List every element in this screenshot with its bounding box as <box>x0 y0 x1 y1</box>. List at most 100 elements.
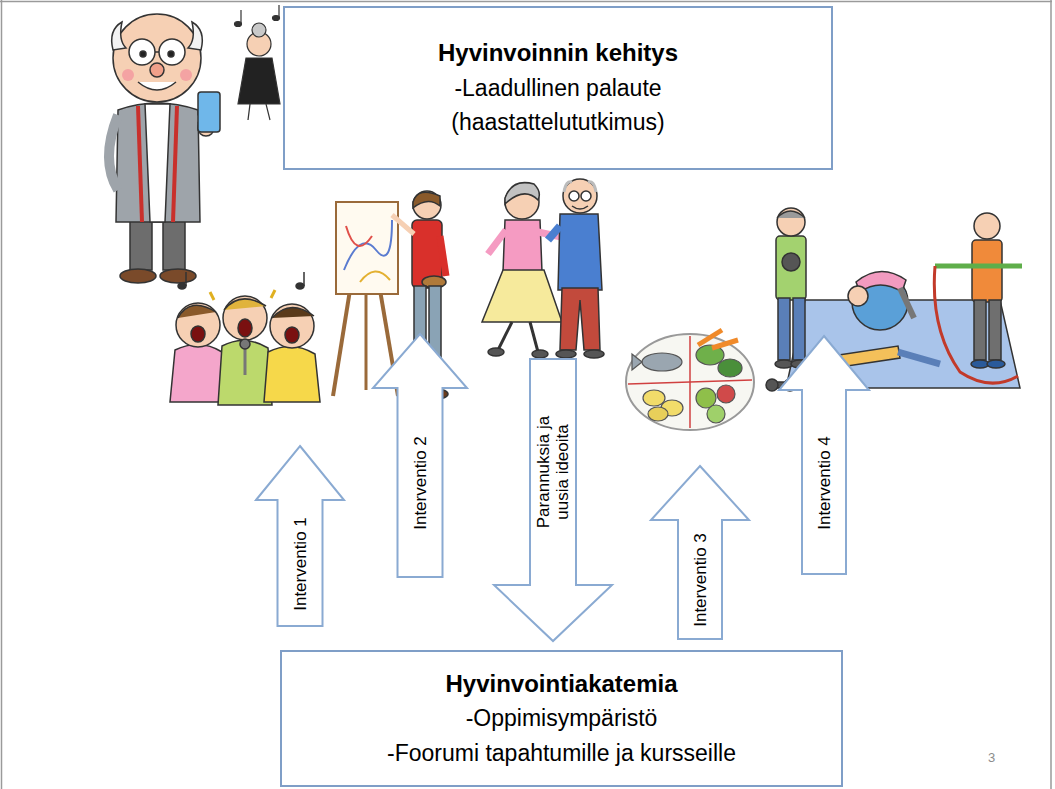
drawing-rect <box>336 202 398 294</box>
drawing-path <box>272 307 314 318</box>
drawing-ellipse <box>178 283 186 289</box>
drawing-path <box>505 183 539 204</box>
drawing-path <box>112 22 126 50</box>
drawing-ellipse <box>643 390 665 406</box>
page-number: 3 <box>988 750 995 765</box>
drawing-line <box>303 272 305 286</box>
drawing-line <box>392 215 414 234</box>
drawing-rect <box>130 218 152 270</box>
drawing-circle <box>782 253 800 271</box>
drawing-line <box>185 272 187 286</box>
drawing-path <box>558 214 602 290</box>
drawing-circle <box>766 379 778 391</box>
box-heading: Hyvinvoinnin kehitys <box>438 36 678 71</box>
drawing-circle <box>113 14 201 102</box>
block-arrow-up: Interventio 2 <box>372 333 468 578</box>
drawing-circle <box>777 208 805 236</box>
drawing-line <box>900 288 914 318</box>
drawing-circle <box>240 339 250 349</box>
drawing-circle <box>168 51 174 57</box>
drawing-ellipse <box>987 360 1005 368</box>
drawing-circle <box>176 303 220 347</box>
drawing-line <box>278 5 279 18</box>
drawing-ellipse <box>296 283 304 289</box>
drawing-ellipse <box>626 334 754 430</box>
drawing-path <box>170 344 226 402</box>
drawing-circle <box>413 191 441 219</box>
drawing-path <box>360 271 390 282</box>
drawing-ellipse <box>238 319 252 337</box>
text-box: Hyvinvoinnin kehitys-Laadullinen palaute… <box>283 6 833 170</box>
drawing-circle <box>569 191 579 201</box>
singers <box>170 272 320 405</box>
arrow-label: Interventio 2 <box>411 436 430 530</box>
food-plate <box>626 330 754 430</box>
box-text: -Laadullinen palaute (haastattelututkimu… <box>408 71 708 140</box>
drawing-ellipse <box>488 348 504 356</box>
box-text: -Foorumi tapahtumille ja kursseille <box>387 736 736 771</box>
block-arrow-up: Interventio 4 <box>778 335 870 575</box>
drawing-line <box>898 352 940 364</box>
drawing-path <box>698 330 722 345</box>
box-heading: Hyvinvointiakatemia <box>445 667 677 702</box>
drawing-ellipse <box>584 350 604 358</box>
drawing-line <box>548 226 560 240</box>
drawing-line <box>240 10 241 24</box>
drawing-path <box>560 288 600 350</box>
drawing-path <box>413 192 440 208</box>
drawing-line <box>138 106 142 222</box>
drawing-path <box>934 266 1018 383</box>
block-arrow-down: Parannuksia ja uusia ideoita <box>493 358 613 642</box>
arrow-shape <box>651 466 749 639</box>
drawing-circle <box>252 23 266 37</box>
drawing-path <box>188 22 202 50</box>
drawing-line <box>365 290 368 390</box>
drawing-line <box>210 292 214 300</box>
box-text: -Oppimisympäristö <box>466 701 658 736</box>
drawing-line <box>333 290 350 396</box>
drawing-circle <box>223 296 267 340</box>
drawing-circle <box>140 51 146 57</box>
drawing-line <box>488 230 506 254</box>
drawing-ellipse <box>191 326 205 342</box>
drawing-path <box>109 115 118 190</box>
drawing-line <box>498 322 512 350</box>
drawing-path <box>224 299 266 310</box>
drawing-path <box>138 82 176 90</box>
drawing-path <box>178 305 216 318</box>
arrow-label: Parannuksia ja uusia ideoita <box>534 402 572 542</box>
drawing-rect <box>198 92 220 132</box>
arrow-shape <box>256 446 344 626</box>
arrow-shape <box>373 334 467 577</box>
drawing-ellipse <box>160 269 196 283</box>
arrow-shape <box>779 336 869 574</box>
drawing-line <box>0 1 1052 3</box>
drawing-path <box>572 206 588 209</box>
arrow-label: Interventio 1 <box>291 517 310 611</box>
drawing-circle <box>150 63 164 77</box>
drawing-path <box>116 103 200 222</box>
drawing-circle <box>270 304 314 348</box>
drawing-path <box>264 346 320 402</box>
drawing-line <box>530 322 538 352</box>
drawing-circle <box>563 179 597 213</box>
drawing-ellipse <box>556 350 576 358</box>
drawing-path <box>344 220 392 270</box>
drawing-rect <box>974 300 986 360</box>
drawing-line <box>173 106 177 222</box>
drawing-path <box>712 340 738 348</box>
drawing-circle <box>581 191 591 201</box>
drawing-circle <box>180 69 192 81</box>
drawing-rect <box>989 300 1001 360</box>
drawing-rect <box>972 240 1002 302</box>
drawing-path <box>346 226 372 246</box>
drawing-path <box>145 104 170 222</box>
drawing-rect <box>163 218 185 270</box>
drawing-line <box>155 51 159 53</box>
drawing-circle <box>707 405 725 423</box>
drawing-ellipse <box>120 269 156 283</box>
drawing-line <box>440 236 446 276</box>
arrow-label: Interventio 3 <box>691 533 710 627</box>
